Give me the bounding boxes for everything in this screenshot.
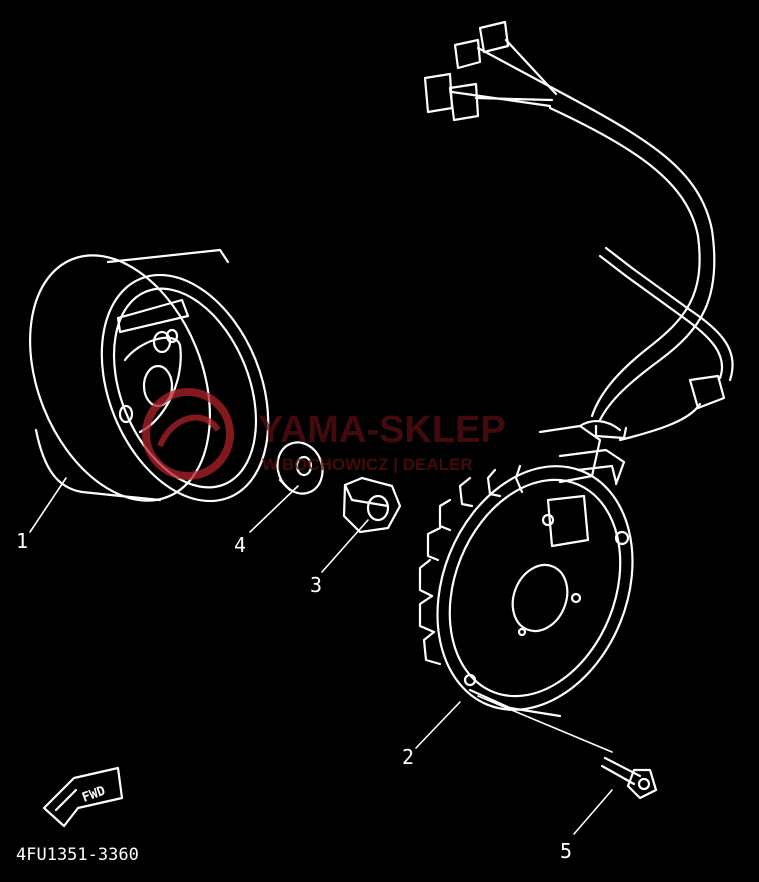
watermark-title: YAMA-SKLEP [258, 409, 506, 451]
watermark: YAMA-SKLEP W.BOCHOWICZ | DEALER [142, 388, 506, 480]
callout-1: 1 [16, 529, 28, 553]
callout-2: 2 [402, 745, 414, 769]
fwd-arrow-icon [42, 766, 124, 828]
stator-part [418, 424, 634, 718]
callout-4: 4 [234, 533, 246, 557]
screw-part [600, 756, 658, 800]
leader-lines [29, 477, 613, 835]
watermark-logo-icon [142, 388, 234, 480]
callout-3: 3 [310, 573, 322, 597]
washer-part [276, 441, 324, 495]
rotor-part [29, 248, 270, 503]
callout-5: 5 [560, 839, 572, 863]
nut-part [342, 476, 402, 534]
drawing-code: 4FU1351-3360 [16, 845, 139, 865]
watermark-subtitle: W.BOCHOWICZ | DEALER [262, 455, 473, 474]
wire-harness [423, 20, 734, 442]
